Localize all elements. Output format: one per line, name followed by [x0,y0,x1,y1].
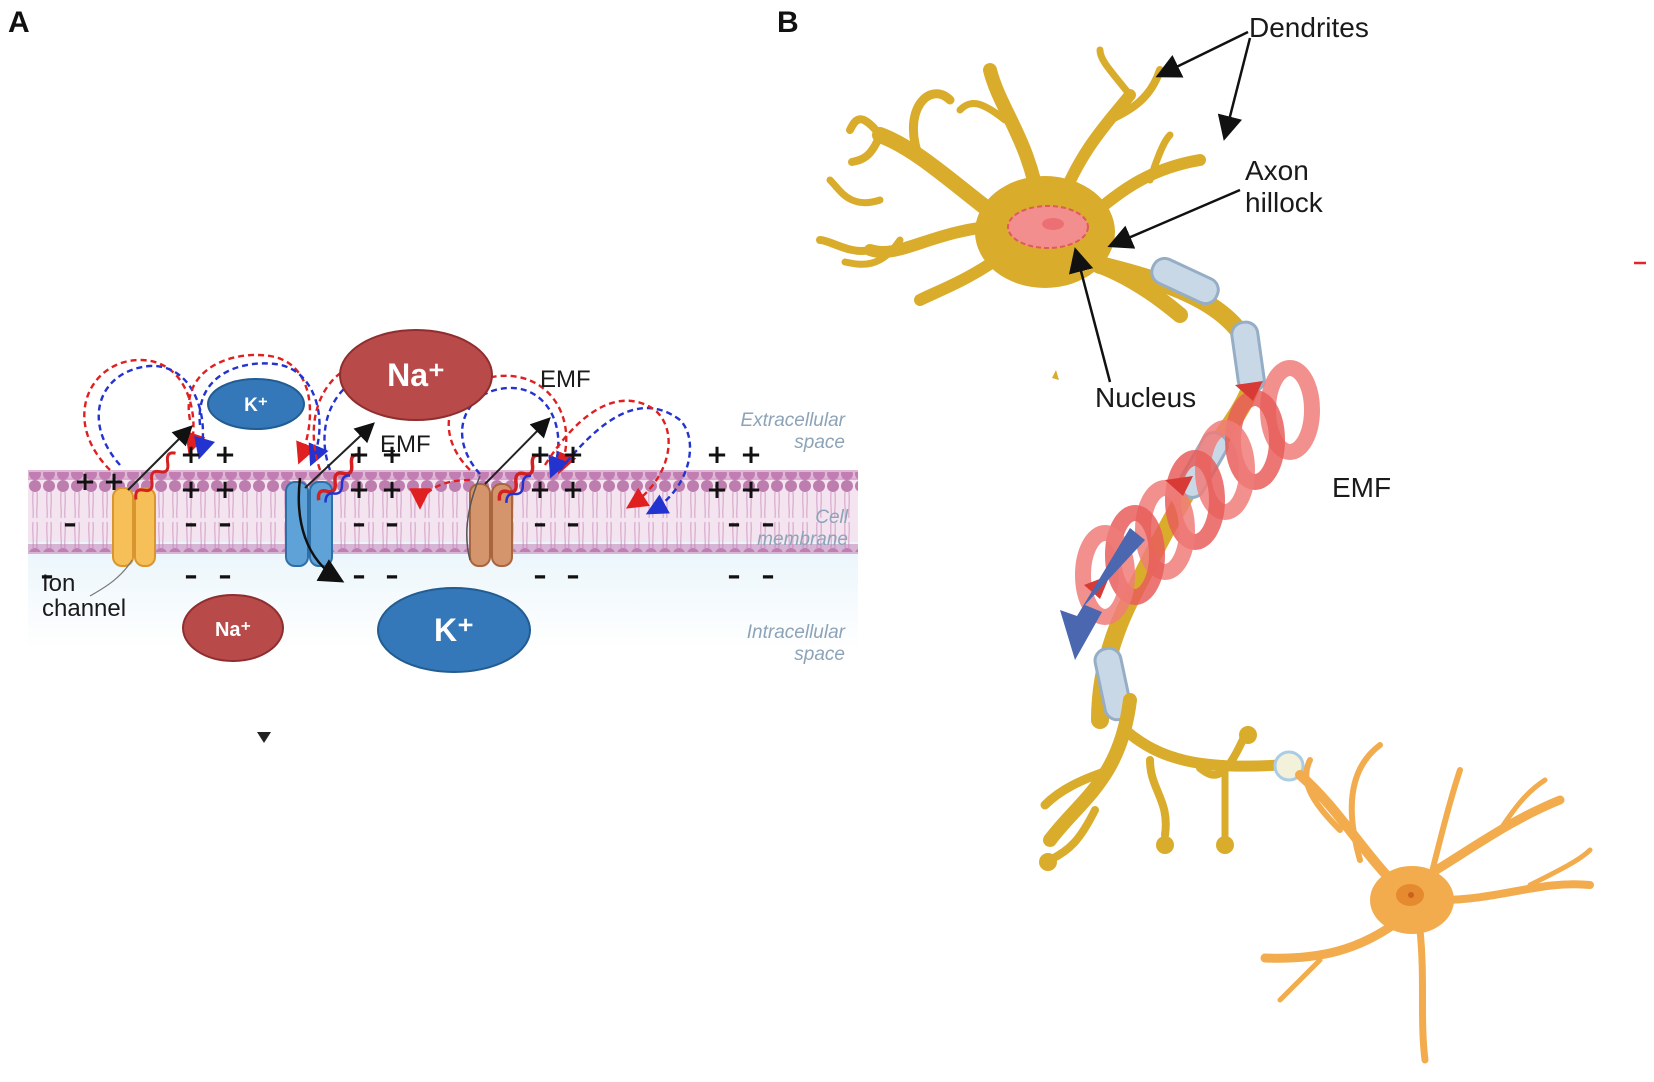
plus-charge: + [180,475,202,505]
svg-text:Cell: Cell [815,507,849,528]
cell-membrane-label: Cell membrane [757,507,849,550]
svg-text:Na⁺: Na⁺ [215,619,251,641]
minus-charge: – [762,561,775,591]
dendrites-arrow-2 [1217,37,1252,141]
minus-charge: – [185,561,198,591]
minus-charge: – [567,509,580,539]
nucleus [1007,205,1089,249]
panel-b-label: B [777,6,799,39]
plus-charge: + [529,440,551,470]
emf-label-a1: EMF [540,366,591,393]
terminal-boutons [1039,726,1257,871]
svg-text:membrane: membrane [757,529,848,550]
emf-label-a2: EMF [380,431,431,458]
membrane-charges: ++++++++++++++++++–––––––––––––––––– [41,440,775,591]
plus-charge: + [381,475,403,505]
plus-charge: + [214,440,236,470]
ion-channel-pointer [89,559,133,597]
plus-charge: + [180,440,202,470]
axon-hillock-arrow [1107,188,1241,249]
emf-blue-arrow [1060,528,1145,660]
k-ion-bottom: K⁺ [377,587,531,673]
emf-wave-2 [304,422,375,503]
plus-charge: + [381,440,403,470]
minus-charge: – [762,509,775,539]
emf-wave-1 [127,425,193,500]
plus-charge: + [74,467,96,497]
minus-charge: – [353,509,366,539]
minus-charge: – [534,509,547,539]
panel-a-label: A [8,6,30,39]
k-ion-top: K⁺ [207,378,305,430]
minus-charge: – [353,561,366,591]
minus-charge: – [185,509,198,539]
svg-text:channel: channel [42,595,126,622]
triangle-marker [257,732,271,743]
nucleus-arrow [1068,247,1112,383]
ion-channel-label: Ion channel [42,570,126,622]
plus-charge: + [529,475,551,505]
emf-label-b: EMF [1332,472,1391,503]
small-fragment [1052,370,1059,380]
minus-charge: – [219,561,232,591]
cell-membrane [28,470,858,554]
secondary-soma [1370,866,1454,934]
minus-charge: – [386,561,399,591]
minus-charge: – [219,509,232,539]
minus-charge: – [567,561,580,591]
svg-text:space: space [794,644,845,665]
minus-charge: – [41,561,54,591]
plus-charge: + [740,475,762,505]
axon-terminals [1040,693,1286,864]
ion-flow-arrow [297,477,345,583]
intracellular-space-label: Intracellular space [747,622,846,665]
ion-channel-yellow [112,487,156,567]
nucleus-label: Nucleus [1095,382,1196,413]
minus-charge: – [64,509,77,539]
dendrites-arrow-1 [1155,30,1249,78]
plus-charge: + [348,440,370,470]
plus-charge: + [103,467,125,497]
axon-hillock-label: Axon hillock [1245,155,1324,218]
na-ion-bottom: Na⁺ [182,594,284,662]
plus-charge: + [214,475,236,505]
plus-charge: + [562,475,584,505]
svg-text:K⁺: K⁺ [434,612,474,648]
svg-text:hillock: hillock [1245,187,1324,218]
minus-charge: – [386,509,399,539]
ion-flow-line [465,475,481,561]
plus-charge: + [562,440,584,470]
minus-charge: – [728,561,741,591]
dendrites-label: Dendrites [1249,12,1369,43]
plus-charge: + [706,475,728,505]
svg-text:Intracellular: Intracellular [747,622,846,643]
minus-charge: – [534,561,547,591]
svg-text:K⁺: K⁺ [244,395,268,416]
plus-charge: + [740,440,762,470]
ion-channel-brown [469,483,513,567]
svg-text:Na⁺: Na⁺ [387,357,445,393]
na-ion-top: Na⁺ [339,329,493,421]
emf-wave-3 [484,417,551,503]
emf-coils [1075,360,1320,625]
extracellular-space-label: Extracellular space [740,410,845,453]
ion-channel-blue [285,481,333,567]
svg-text:space: space [794,432,845,453]
plus-charge: + [706,440,728,470]
svg-text:Ion: Ion [42,570,75,597]
svg-text:Extracellular: Extracellular [740,410,845,431]
minus-charge: – [728,509,741,539]
svg-text:Axon: Axon [1245,155,1309,186]
plus-charge: + [348,475,370,505]
